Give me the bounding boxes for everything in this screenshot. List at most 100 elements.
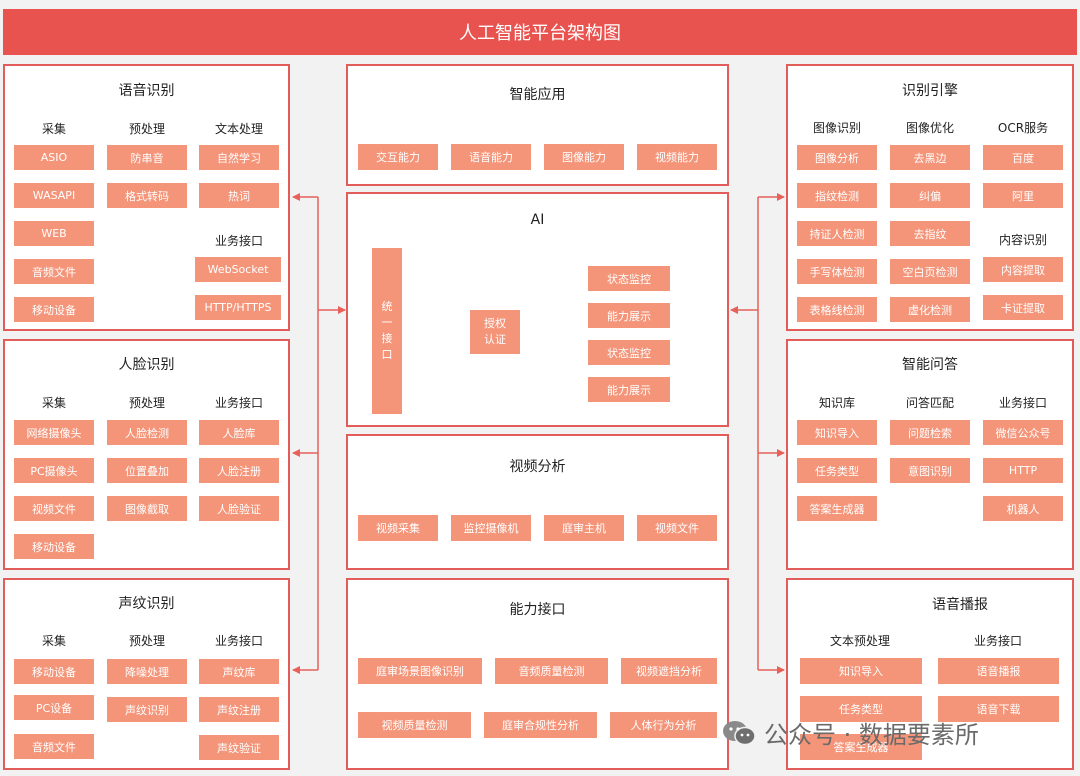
panel-speech-recognition: 语音识别 采集 预处理 文本处理 ASIO WASAPI WEB 音频文件 移动… (3, 64, 290, 331)
component-box: 格式转码 (107, 183, 187, 208)
panel-title: 语音播报 (932, 597, 988, 613)
column-heading: 采集 (41, 396, 66, 410)
column-heading: OCR服务 (997, 121, 1049, 135)
column-heading: 知识库 (818, 396, 855, 410)
component-box: 移动设备 (14, 659, 94, 684)
component-box: 纠偏 (890, 183, 970, 208)
column-heading: 内容识别 (998, 233, 1047, 247)
output-box: 能力展示 (588, 303, 670, 328)
component-box: 视频遮挡分析 (621, 658, 717, 684)
component-box: 人脸库 (199, 420, 279, 445)
component-box: PC摄像头 (14, 458, 94, 483)
component-box: 知识导入 (797, 420, 877, 445)
component-box: 知识导入 (800, 658, 922, 684)
component-box: 人脸检测 (107, 420, 187, 445)
component-box: 音频文件 (14, 259, 94, 284)
component-box: 声纹注册 (199, 697, 279, 722)
component-box: 图像分析 (797, 145, 877, 170)
component-box: 降噪处理 (107, 659, 187, 684)
component-box: 监控摄像机 (451, 515, 531, 541)
component-box: 位置叠加 (107, 458, 187, 483)
panel-title: 智能应用 (509, 87, 566, 103)
wechat-icon (723, 720, 756, 745)
component-box: 视频采集 (358, 515, 438, 541)
column-heading: 业务接口 (998, 396, 1047, 410)
panel-intelligent-qa: 智能问答 知识库 问答匹配 业务接口 知识导入 任务类型 答案生成器 问题检索 … (786, 339, 1074, 570)
component-box: 图像截取 (107, 496, 187, 521)
component-box: WEB (14, 221, 94, 246)
watermark: 公众号 · 数据要素所 (722, 715, 979, 750)
unified-interface-char: 口 (381, 348, 393, 361)
component-box: 问题检索 (890, 420, 970, 445)
component-box: 音频文件 (14, 734, 94, 759)
component-box: 热词 (199, 183, 279, 208)
component-box: 视频文件 (14, 496, 94, 521)
panel-face-recognition: 人脸识别 采集 预处理 业务接口 网络摄像头 PC摄像头 视频文件 移动设备 人… (3, 339, 290, 570)
component-box: 机器人 (983, 496, 1063, 521)
panel-recognition-engine: 识别引擎 图像识别 图像优化 OCR服务 图像分析 指纹检测 持证人检测 手写体… (786, 64, 1074, 331)
component-box: PC设备 (14, 695, 94, 720)
panel-smart-applications: 智能应用 交互能力 语音能力 图像能力 视频能力 (346, 64, 729, 186)
component-box: ASIO (14, 145, 94, 170)
component-box: 去指纹 (890, 221, 970, 246)
column-heading: 图像识别 (812, 121, 861, 135)
panel-capability-interface: 能力接口 庭审场景图像识别 音频质量检测 视频遮挡分析 视频质量检测 庭审合规性… (346, 578, 729, 770)
component-box: 空白页检测 (890, 259, 970, 284)
component-box: 声纹识别 (107, 697, 187, 722)
component-box: 持证人检测 (797, 221, 877, 246)
column-heading: 问答匹配 (905, 396, 954, 410)
auth-box: 授权 认证 (470, 310, 520, 354)
panel-ai: AI 统 一 接 口 授权 认证 状态监控 能力展示 状态监控 能力展示 (346, 192, 729, 427)
component-box: 表格线检测 (797, 297, 877, 322)
component-box: 人脸验证 (199, 496, 279, 521)
unified-interface-box: 统 一 接 口 (372, 248, 402, 414)
component-box: 答案生成器 (797, 496, 877, 521)
component-box: 阿里 (983, 183, 1063, 208)
column-heading: 采集 (41, 122, 66, 136)
component-box: 视频能力 (637, 144, 717, 170)
component-box: 声纹库 (199, 659, 279, 684)
component-box: 百度 (983, 145, 1063, 170)
unified-interface-char: 一 (381, 316, 393, 329)
component-box: HTTP (983, 458, 1063, 483)
component-box: 指纹检测 (797, 183, 877, 208)
component-box: 语音下载 (938, 696, 1059, 722)
component-box: 虚化检测 (890, 297, 970, 322)
component-box: 庭审合规性分析 (484, 712, 597, 738)
watermark-text: 公众号 · 数据要素所 (764, 721, 979, 749)
panel-video-analysis: 视频分析 视频采集 监控摄像机 庭审主机 视频文件 (346, 434, 729, 570)
panel-title: AI (530, 212, 545, 228)
page-title: 人工智能平台架构图 (3, 9, 1077, 55)
column-heading: 文本处理 (214, 122, 263, 136)
component-box: 微信公众号 (983, 420, 1063, 445)
component-box: 任务类型 (800, 696, 922, 722)
auth-text: 授权 (484, 317, 506, 330)
component-box: 交互能力 (358, 144, 438, 170)
component-box: 任务类型 (797, 458, 877, 483)
component-box: 内容提取 (983, 257, 1063, 282)
output-box: 能力展示 (588, 377, 670, 402)
panel-voice-broadcast: 语音播报 文本预处理 业务接口 知识导入 任务类型 答案生成器 语音播报 语音下… (786, 578, 1074, 770)
component-box: 网络摄像头 (14, 420, 94, 445)
panel-title: 语音识别 (118, 83, 175, 99)
column-heading: 图像优化 (905, 121, 954, 135)
component-box: 防串音 (107, 145, 187, 170)
column-heading: 预处理 (128, 634, 165, 648)
component-box: 庭审场景图像识别 (358, 658, 482, 684)
component-box: WASAPI (14, 183, 94, 208)
component-box: 声纹验证 (199, 735, 279, 760)
component-box: 去黑边 (890, 145, 970, 170)
unified-interface-char: 接 (381, 332, 393, 345)
component-box: 答案生成器 (800, 734, 922, 760)
panel-title: 能力接口 (509, 602, 566, 618)
component-box: 音频质量检测 (495, 658, 608, 684)
component-box: 庭审主机 (544, 515, 624, 541)
component-box: 图像能力 (544, 144, 624, 170)
component-box: 视频文件 (637, 515, 717, 541)
panel-title: 视频分析 (509, 459, 566, 475)
component-box: HTTP/HTTPS (195, 295, 281, 320)
panel-voiceprint-recognition: 声纹识别 采集 预处理 业务接口 移动设备 PC设备 音频文件 降噪处理 声纹识… (3, 578, 290, 770)
component-box: 语音播报 (938, 658, 1059, 684)
column-heading: 预处理 (128, 122, 165, 136)
component-box: 移动设备 (14, 534, 94, 559)
